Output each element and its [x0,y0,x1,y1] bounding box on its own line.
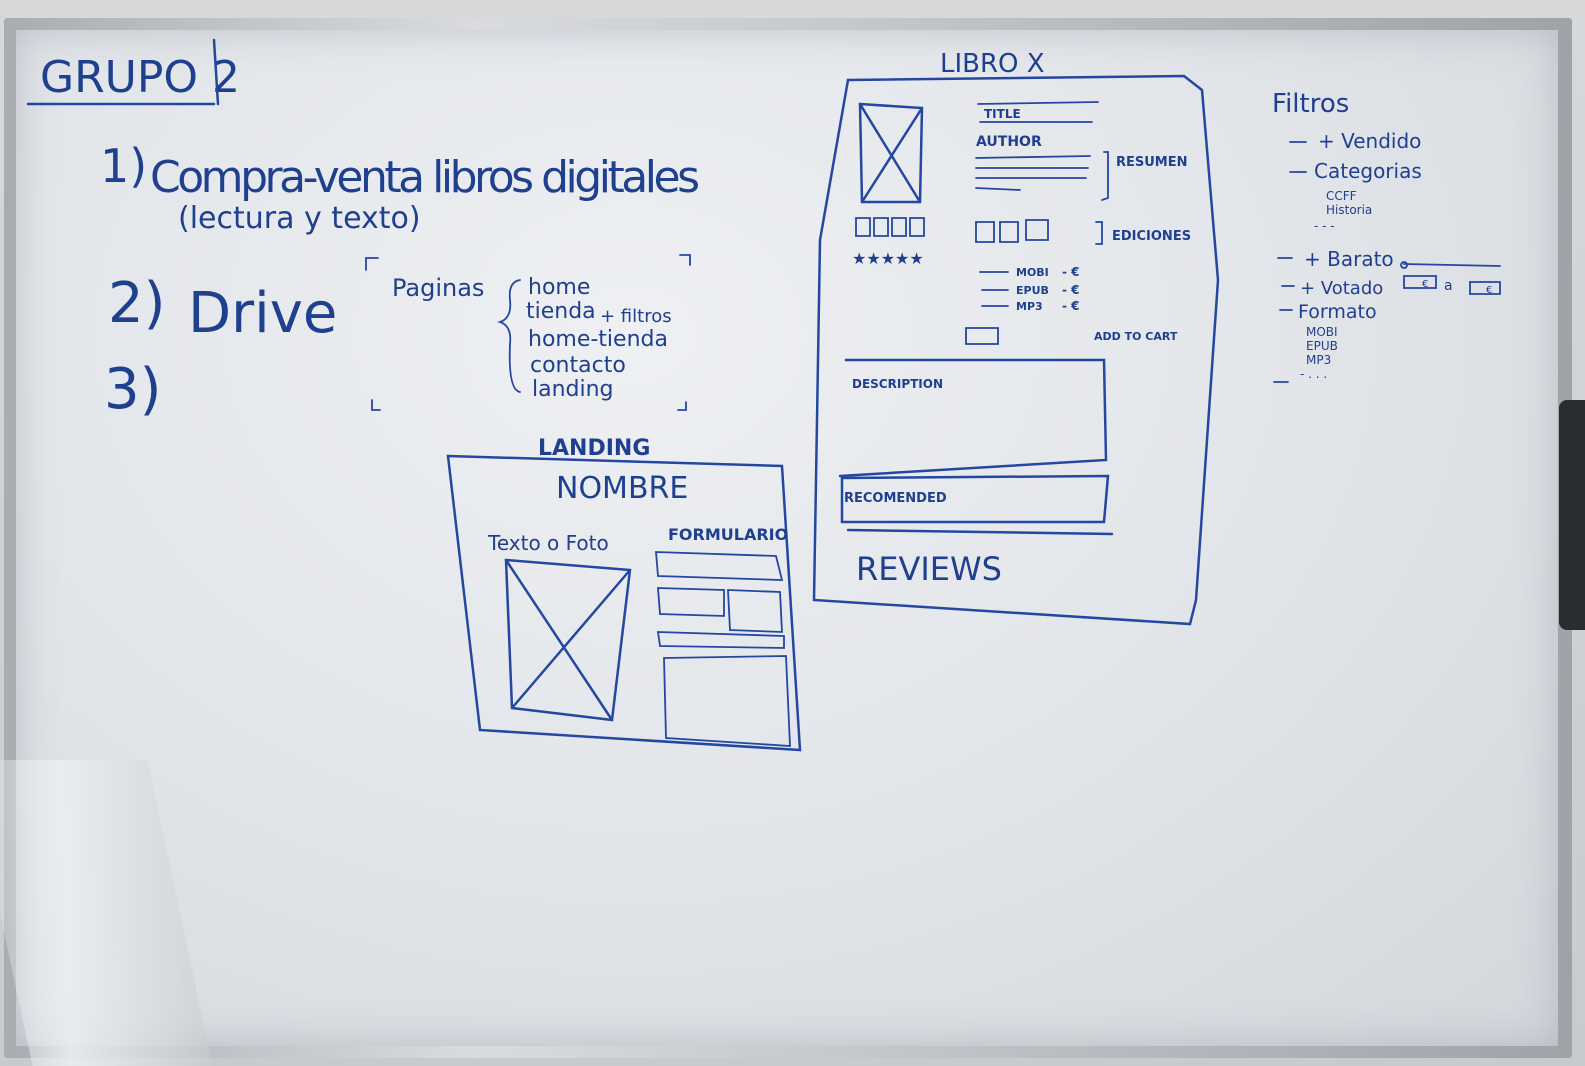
summary-lines [975,155,1091,191]
book-frame [812,74,1220,626]
summary-label: RESUMEN [1116,155,1188,170]
page-landing: landing [532,377,614,402]
format-epub: EPUB [1016,284,1049,297]
page-home: home [528,275,590,300]
reviews-label: REVIEWS [856,550,1002,588]
pages-bracket-corners [365,254,691,411]
book-thumbnails [855,217,925,237]
title-lines [977,101,1099,123]
filter-vendido: + Vendido [1318,129,1421,153]
idea-2-text: Drive [188,281,337,346]
filter-list: + Vendido Categorias CCFF Historia - - -… [1273,129,1501,383]
editions-bracket [1095,221,1103,245]
format-lines [979,271,1009,307]
filters-heading: Filtros [1272,89,1349,119]
filter-fmt-mobi: MOBI [1306,325,1338,339]
book-heading: LIBRO X [940,49,1045,79]
summary-bracket [1101,151,1109,201]
filter-cat-historia: Historia [1326,203,1372,217]
filter-fmt-more: - . . . [1300,367,1327,381]
description-label: DESCRIPTION [852,377,943,391]
landing-right-label: FORMULARIO [668,525,788,544]
format-mp3-price: - € [1062,299,1080,313]
rating-stars-icon: ★★★★★ [852,249,924,268]
format-mobi-price: - € [1062,265,1080,279]
landing-frame [446,454,802,752]
idea-1-subtext: (lectura y texto) [178,201,421,236]
recommended-box [840,474,1114,536]
idea-1-label: 1) [100,139,147,193]
add-to-cart-label: ADD TO CART [1094,330,1178,343]
idea-1-text: Compra-venta libros digitales [150,152,700,203]
price-range-boxes [1403,275,1501,295]
price-slider-track [1400,261,1501,269]
format-epub-price: - € [1062,283,1080,297]
page-home-tienda: home-tienda [528,327,668,352]
book-author-field: AUTHOR [976,134,1042,150]
landing-left-label: Texto o Foto [487,531,609,555]
landing-form-fields [655,551,791,747]
idea-2-label: 2) [108,271,165,336]
filter-fmt-epub: EPUB [1306,339,1338,353]
filter-formato: Formato [1298,301,1377,323]
page-contacto: contacto [530,353,626,378]
idea-3-label: 3) [104,357,161,422]
title-underline [26,38,220,106]
price-min-currency: € [1422,279,1428,290]
page-tienda-note: + filtros [600,306,672,327]
board-title: GRUPO 2 [40,52,240,103]
format-list: MOBI - € EPUB - € MP3 - € [979,265,1080,313]
filter-votado: + Votado [1300,278,1383,299]
page-tienda: tienda [526,299,596,324]
landing-image-placeholder [504,558,632,722]
filter-fmt-mp3: MP3 [1306,353,1331,367]
editions-label: EDICIONES [1112,229,1191,244]
filter-barato: + Barato [1304,247,1394,271]
add-to-cart-box [965,327,999,345]
filter-cat-more: - - - [1314,219,1335,233]
price-range-separator: a [1444,278,1453,294]
landing-heading: LANDING [538,436,650,461]
price-max-currency: € [1486,285,1492,296]
filter-categorias: Categorias [1314,159,1422,183]
pages-heading: Paginas [392,274,484,302]
format-mp3: MP3 [1016,300,1043,313]
recommended-label: RECOMENDED [844,491,947,506]
format-mobi: MOBI [1016,266,1049,279]
book-cover-placeholder [858,102,924,204]
book-title-field: TITLE [984,107,1021,121]
description-box [838,358,1108,478]
landing-name: NOMBRE [556,471,688,506]
filter-cat-ccff: CCFF [1326,189,1357,203]
pages-brace [497,279,521,393]
board-clip [1559,400,1585,630]
filter-dashes [1273,141,1307,383]
edition-boxes [975,219,1049,243]
